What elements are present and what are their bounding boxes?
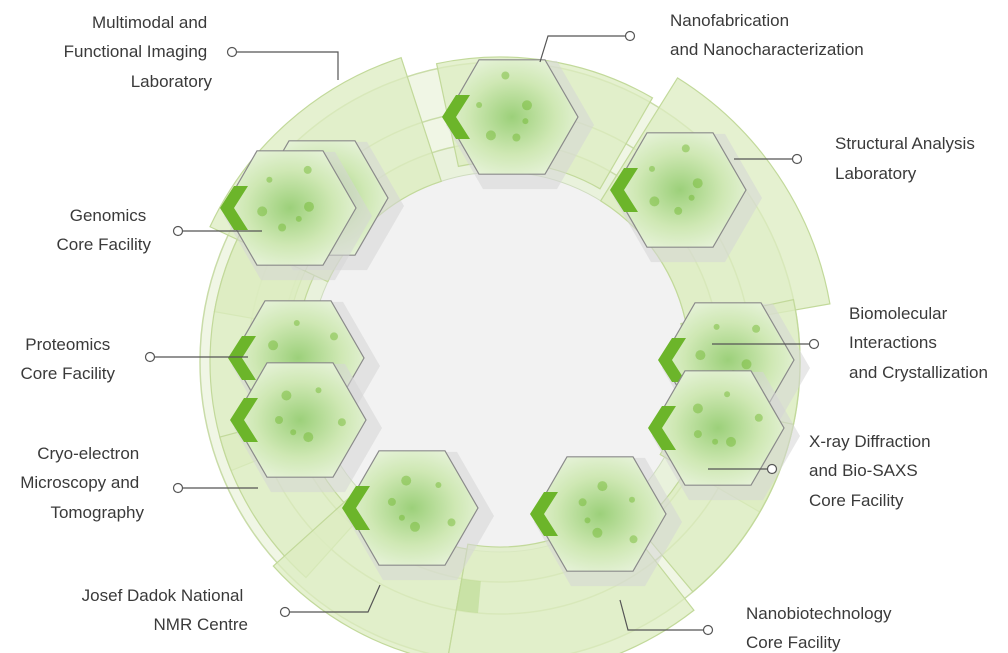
hex-texture-dot xyxy=(752,324,761,333)
connector-dot-nanobio xyxy=(702,624,714,636)
connector-dot-cryo xyxy=(172,482,184,494)
connector-dot-biomolecular xyxy=(808,338,820,350)
hex-texture-dot xyxy=(629,535,638,544)
connector-dot-structural xyxy=(791,153,803,165)
hex-texture-dot xyxy=(330,332,338,341)
facility-hex-structural xyxy=(610,132,762,263)
hex-texture-dot xyxy=(435,482,442,488)
facility-label-genomics: Genomics Core Facility xyxy=(57,206,152,254)
hex-texture-dot xyxy=(387,497,396,506)
facility-hex-nanofab xyxy=(442,59,594,190)
connector-dot-multimodal xyxy=(226,46,238,58)
hex-texture-dot xyxy=(337,418,346,427)
connector-line-nanobio xyxy=(619,599,708,631)
hex-texture-dot xyxy=(304,201,314,212)
hex-texture-dot xyxy=(293,320,300,326)
chevron-marker-icon xyxy=(648,406,676,450)
label-connectors xyxy=(144,30,820,636)
chevron-marker-icon xyxy=(230,398,258,442)
hex-texture-dot xyxy=(275,416,283,424)
facility-label-multimodal: Multimodal and Functional Imaging Labora… xyxy=(64,13,213,91)
hex-texture-dot xyxy=(724,391,731,398)
hex-texture-dot xyxy=(692,403,703,414)
hex-texture-dot xyxy=(597,481,608,492)
hex-texture-dot xyxy=(674,206,683,215)
hex-texture-dot xyxy=(726,436,736,447)
facility-hexagons xyxy=(220,59,810,587)
connector-dot-proteomics xyxy=(144,351,156,363)
facility-label-proteomics: Proteomics Core Facility xyxy=(21,335,116,383)
hex-texture-dot xyxy=(629,496,635,503)
hex-texture-dot xyxy=(447,518,456,527)
chevron-marker-icon xyxy=(220,186,248,230)
hex-texture-dot xyxy=(754,413,763,422)
hex-texture-dot xyxy=(303,432,314,443)
facility-hex-xray xyxy=(648,370,800,501)
hex-texture-dot xyxy=(266,176,273,183)
hex-texture-dot xyxy=(290,429,297,436)
chevron-marker-icon xyxy=(610,168,638,212)
facility-label-xray: X-ray Diffraction and Bio-SAXS Core Faci… xyxy=(809,432,935,510)
chevron-marker-icon xyxy=(442,95,470,139)
hex-texture-dot xyxy=(695,350,706,361)
hex-texture-dot xyxy=(584,517,591,524)
connector-line-nmr xyxy=(285,584,381,613)
hex-texture-dot xyxy=(522,118,529,125)
connector-dot-nmr xyxy=(279,606,291,618)
facility-label-nanobiotechnology: Nanobiotechnology Core Facility xyxy=(746,604,896,652)
hex-texture-dot xyxy=(315,387,322,394)
connector-dot-genomics xyxy=(172,225,184,237)
hex-texture-dot xyxy=(281,390,292,401)
hex-texture-dot xyxy=(485,130,496,141)
hex-texture-dot xyxy=(512,133,521,142)
hex-texture-dot xyxy=(268,340,279,351)
facility-labels: Multimodal and Functional Imaging Labora… xyxy=(20,11,988,652)
facility-label-nanofabrication: Nanofabrication and Nanocharacterization xyxy=(670,11,864,59)
connector-dot-nanofab xyxy=(624,30,636,42)
hex-texture-dot xyxy=(278,223,287,232)
hex-texture-dot xyxy=(303,165,312,174)
hex-texture-dot xyxy=(649,196,660,207)
connector-dot-xray xyxy=(766,463,778,475)
hex-texture-dot xyxy=(578,498,587,507)
facility-hex-nmr xyxy=(342,450,494,581)
facility-hex-cryo xyxy=(230,362,382,493)
hex-texture-dot xyxy=(693,430,702,439)
facility-label-cryo-em: Cryo-electron Microscopy and Tomography xyxy=(20,444,144,522)
hex-texture-dot xyxy=(681,144,690,153)
hex-texture-dot xyxy=(712,438,719,445)
hex-texture-dot xyxy=(257,206,268,217)
hex-texture-dot xyxy=(476,102,483,108)
facility-hex-nanobio xyxy=(530,456,682,587)
chevron-marker-icon xyxy=(530,492,558,536)
ring-accent-0 xyxy=(456,578,481,614)
hex-texture-dot xyxy=(741,359,752,370)
facility-label-structural-analysis: Structural Analysis Laboratory xyxy=(835,134,980,183)
hex-texture-dot xyxy=(692,178,703,189)
chevron-marker-icon xyxy=(658,338,686,382)
hex-texture-dot xyxy=(713,323,720,330)
connector-line-nanofab xyxy=(539,35,630,63)
hex-texture-dot xyxy=(501,71,510,80)
hex-texture-dot xyxy=(522,100,532,111)
hex-texture-dot xyxy=(649,165,655,172)
connector-line-multimodal xyxy=(232,51,339,80)
facility-label-nmr: Josef Dadok National NMR Centre xyxy=(82,586,248,634)
hex-texture-dot xyxy=(688,194,695,201)
hex-texture-dot xyxy=(410,521,420,532)
hex-texture-dot xyxy=(398,514,405,521)
chevron-marker-icon xyxy=(228,336,256,380)
facility-label-biomolecular: Biomolecular Interactions and Crystalliz… xyxy=(849,304,988,382)
hex-texture-dot xyxy=(295,215,302,222)
facility-hex-genomics xyxy=(220,150,372,281)
hex-texture-dot xyxy=(592,527,603,538)
chevron-marker-icon xyxy=(342,486,370,530)
hex-texture-dot xyxy=(401,475,412,486)
